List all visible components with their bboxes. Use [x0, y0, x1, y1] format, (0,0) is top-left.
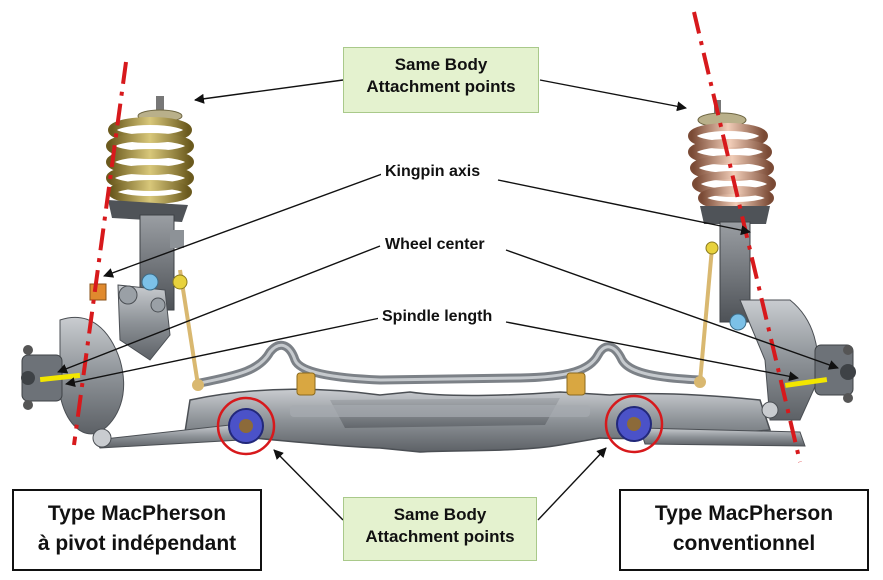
- spindle-length-label: Spindle length: [378, 308, 497, 326]
- top-attachment-callout: Same Body Attachment points: [343, 47, 539, 113]
- left-strut-assembly: [21, 96, 241, 449]
- right-kingpin-axis-line: [692, 11, 802, 463]
- right-type-line1: Type MacPherson: [654, 502, 834, 525]
- bottom-callout-line1: Same Body: [393, 505, 487, 524]
- top-callout-line2: Attachment points: [366, 77, 516, 96]
- left-coil-spring: [106, 117, 194, 204]
- bottom-callout-line2: Attachment points: [365, 527, 515, 546]
- kingpin-axis-label: Kingpin axis: [381, 163, 485, 181]
- wheel-center-label: Wheel center: [381, 236, 489, 254]
- bottom-attachment-callout: Same Body Attachment points: [343, 497, 537, 561]
- left-type-line2: à pivot indépendant: [37, 532, 237, 555]
- subframe: [184, 388, 772, 453]
- top-callout-line1: Same Body: [394, 55, 488, 74]
- leader-arrows: [57, 79, 839, 521]
- left-type-line1: Type MacPherson: [47, 502, 227, 525]
- anti-roll-bar: [195, 340, 705, 396]
- right-bushing: [604, 394, 664, 454]
- right-type-box: Type MacPherson conventionnel: [619, 489, 869, 571]
- left-type-box: Type MacPherson à pivot indépendant: [12, 489, 262, 571]
- right-type-line2: conventionnel: [672, 532, 816, 555]
- right-strut-assembly: [639, 100, 856, 447]
- left-bushing: [216, 396, 276, 456]
